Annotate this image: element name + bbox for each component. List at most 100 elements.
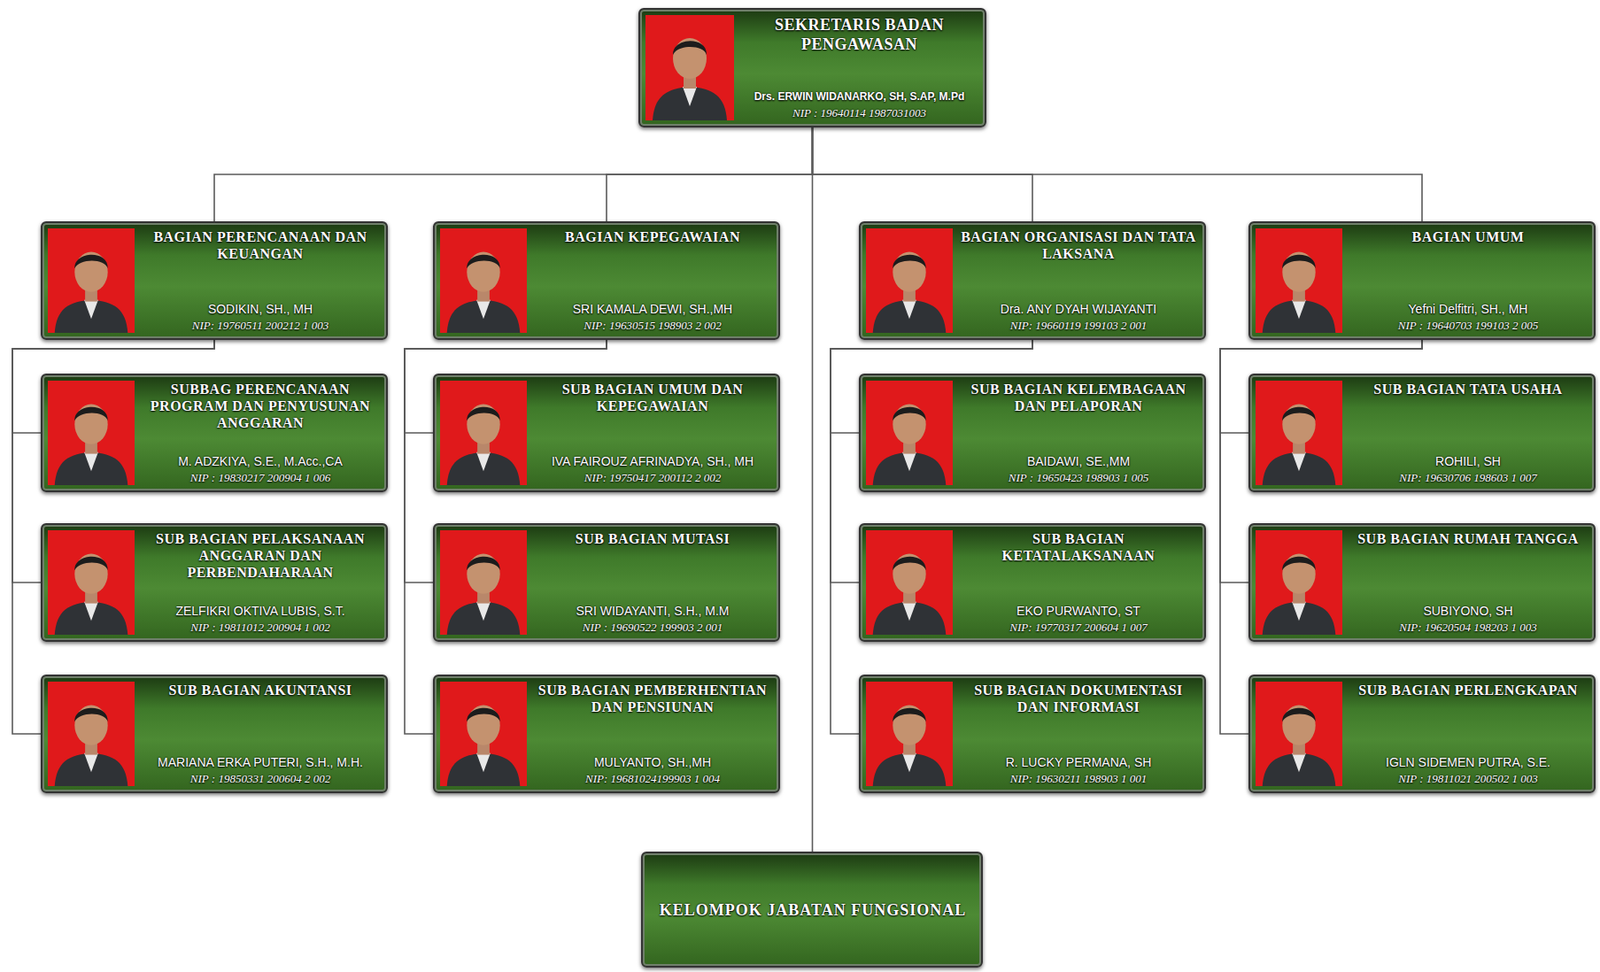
portrait-photo xyxy=(47,380,135,486)
official-name: Drs. ERWIN WIDANARKO, SH, S.AP, M.Pd xyxy=(741,89,978,105)
portrait-silhouette xyxy=(1255,530,1343,635)
position-box: SUB BAGIAN UMUM DAN KEPEGAWAIAN IVA FAIRO… xyxy=(432,373,781,493)
employee-id: NIP: 19681024199903 1 004 xyxy=(533,772,772,787)
org-connector xyxy=(214,127,813,222)
portrait-photo xyxy=(440,681,527,787)
portrait-photo xyxy=(1255,681,1343,787)
portrait-photo xyxy=(440,530,527,635)
portrait-silhouette xyxy=(865,380,953,486)
official-name: Yefni Delfitri, SH., MH xyxy=(1349,301,1587,317)
official-name: MARIANA ERKA PUTERI, S.H., M.H. xyxy=(141,755,379,771)
position-title: BAGIAN PERENCANAAN DAN KEUANGAN xyxy=(141,228,379,263)
portrait-photo xyxy=(1255,228,1343,333)
official-name: M. ADZKIYA, S.E., M.Acc.,CA xyxy=(141,454,379,470)
portrait-silhouette xyxy=(440,681,527,787)
official-name: SODIKIN, SH., MH xyxy=(141,301,379,317)
official-name: EKO PURWANTO, ST xyxy=(959,603,1198,619)
position-box: SUB BAGIAN MUTASI SRI WIDAYANTI, S.H., M.… xyxy=(432,523,781,642)
position-box: SUB BAGIAN TATA USAHA ROHILI, SHNIP: 1963… xyxy=(1248,373,1596,493)
portrait-silhouette xyxy=(865,530,953,635)
portrait-photo xyxy=(1255,380,1343,486)
employee-id: NIP : 19640114 1987031003 xyxy=(741,106,978,121)
official-name: Dra. ANY DYAH WIJAYANTI xyxy=(959,301,1198,317)
employee-id: NIP : 19811021 200502 1 003 xyxy=(1349,772,1587,787)
official-name: SUBIYONO, SH xyxy=(1349,603,1587,619)
employee-id: NIP: 19630211 198903 1 001 xyxy=(959,772,1198,787)
portrait-silhouette xyxy=(865,681,953,787)
official-name: SRI KAMALA DEWI, SH.,MH xyxy=(533,301,772,317)
group-box: KELOMPOK JABATAN FUNGSIONAL xyxy=(641,851,983,968)
position-box: SUBBAG PERENCANAAN PROGRAM DAN PENYUSUNA… xyxy=(40,373,388,493)
position-title: BAGIAN ORGANISASI DAN TATA LAKSANA xyxy=(959,228,1198,263)
employee-id: NIP: 19660119 199103 2 001 xyxy=(959,318,1198,333)
portrait-silhouette xyxy=(440,228,527,333)
position-box: SUB BAGIAN RUMAH TANGGA SUBIYONO, SHNIP: … xyxy=(1248,523,1596,642)
official-name: BAIDAWI, SE.,MM xyxy=(959,454,1198,470)
position-title: SUB BAGIAN PERLENGKAPAN xyxy=(1349,681,1587,699)
portrait-photo xyxy=(440,380,527,486)
employee-id: NIP: 19750417 200112 2 002 xyxy=(533,471,772,486)
position-box: SUB BAGIAN DOKUMENTASI DAN INFORMASI R. L… xyxy=(858,674,1206,794)
portrait-silhouette xyxy=(1255,228,1343,333)
org-connector xyxy=(811,127,814,852)
employee-id: NIP : 19811012 200904 1 002 xyxy=(141,620,379,635)
position-box: SUB BAGIAN AKUNTANSI MARIANA ERKA PUTERI,… xyxy=(40,674,388,794)
official-name: ZELFIKRI OKTIVA LUBIS, S.T. xyxy=(141,603,379,619)
org-connector xyxy=(606,127,813,222)
portrait-photo xyxy=(865,380,953,486)
position-title: SUB BAGIAN PELAKSANAAN ANGGARAN DAN PERB… xyxy=(141,530,379,581)
portrait-silhouette xyxy=(645,15,735,121)
portrait-photo xyxy=(1255,530,1343,635)
position-box: SUB BAGIAN KELEMBAGAAN DAN PELAPORAN BAID… xyxy=(858,373,1206,493)
position-box: SUB BAGIAN PERLENGKAPAN IGLN SIDEMEN PUTR… xyxy=(1248,674,1596,794)
official-name: ROHILI, SH xyxy=(1349,454,1587,470)
position-title: SUB BAGIAN KETATALAKSANAAN xyxy=(959,530,1198,565)
employee-id: NIP : 19850331 200604 2 002 xyxy=(141,772,379,787)
portrait-silhouette xyxy=(440,380,527,486)
position-title: BAGIAN KEPEGAWAIAN xyxy=(533,228,772,246)
position-title: SUB BAGIAN UMUM DAN KEPEGAWAIAN xyxy=(533,380,772,415)
employee-id: NIP : 19650423 198903 1 005 xyxy=(959,471,1198,486)
position-title: SUB BAGIAN DOKUMENTASI DAN INFORMASI xyxy=(959,681,1198,716)
portrait-photo xyxy=(47,681,135,787)
position-title: SUB BAGIAN AKUNTANSI xyxy=(141,681,379,699)
position-title: SUB BAGIAN RUMAH TANGGA xyxy=(1349,530,1587,548)
position-title: SUB BAGIAN MUTASI xyxy=(533,530,772,548)
portrait-photo xyxy=(440,228,527,333)
portrait-photo xyxy=(47,530,135,635)
position-box: SUB BAGIAN KETATALAKSANAAN EKO PURWANTO, … xyxy=(858,523,1206,642)
position-title: SUB BAGIAN KELEMBAGAAN DAN PELAPORAN xyxy=(959,380,1198,415)
portrait-silhouette xyxy=(1255,681,1343,787)
position-title: SUB BAGIAN TATA USAHA xyxy=(1349,380,1587,398)
org-connector xyxy=(812,127,1423,222)
portrait-silhouette xyxy=(47,228,135,333)
position-box: BAGIAN ORGANISASI DAN TATA LAKSANA Dra. A… xyxy=(858,221,1206,341)
portrait-silhouette xyxy=(47,681,135,787)
portrait-photo xyxy=(865,530,953,635)
official-name: IVA FAIROUZ AFRINADYA, SH., MH xyxy=(533,454,772,470)
position-box: BAGIAN KEPEGAWAIAN SRI KAMALA DEWI, SH.,M… xyxy=(432,221,781,341)
position-box: SUB BAGIAN PEMBERHENTIAN DAN PENSIUNANMU… xyxy=(432,674,781,794)
employee-id: NIP: 19630706 198603 1 007 xyxy=(1349,471,1587,486)
employee-id: NIP: 19630515 198903 2 002 xyxy=(533,318,772,333)
position-box: BAGIAN UMUMYefni Delfitri, SH., MHNIP : … xyxy=(1248,221,1596,341)
employee-id: NIP: 19770317 200604 1 007 xyxy=(959,620,1198,635)
employee-id: NIP: 19760511 200212 1 003 xyxy=(141,318,379,333)
portrait-photo xyxy=(865,228,953,333)
portrait-photo xyxy=(47,228,135,333)
position-box: SUB BAGIAN PELAKSANAAN ANGGARAN DAN PERB… xyxy=(40,523,388,642)
employee-id: NIP : 19690522 199903 2 001 xyxy=(533,620,772,635)
portrait-silhouette xyxy=(1255,380,1343,486)
position-title: SUBBAG PERENCANAAN PROGRAM DAN PENYUSUNA… xyxy=(141,380,379,432)
position-box: SEKRETARIS BADAN PENGAWASAN Drs. ERWIN WI… xyxy=(638,7,987,128)
portrait-silhouette xyxy=(47,530,135,635)
portrait-silhouette xyxy=(47,380,135,486)
official-name: MULYANTO, SH.,MH xyxy=(533,755,772,771)
official-name: IGLN SIDEMEN PUTRA, S.E. xyxy=(1349,755,1587,771)
official-name: SRI WIDAYANTI, S.H., M.M xyxy=(533,603,772,619)
official-name: R. LUCKY PERMANA, SH xyxy=(959,755,1198,771)
employee-id: NIP: 19620504 198203 1 003 xyxy=(1349,620,1587,635)
position-title: BAGIAN UMUM xyxy=(1349,228,1587,246)
position-title: SEKRETARIS BADAN PENGAWASAN xyxy=(741,15,978,55)
